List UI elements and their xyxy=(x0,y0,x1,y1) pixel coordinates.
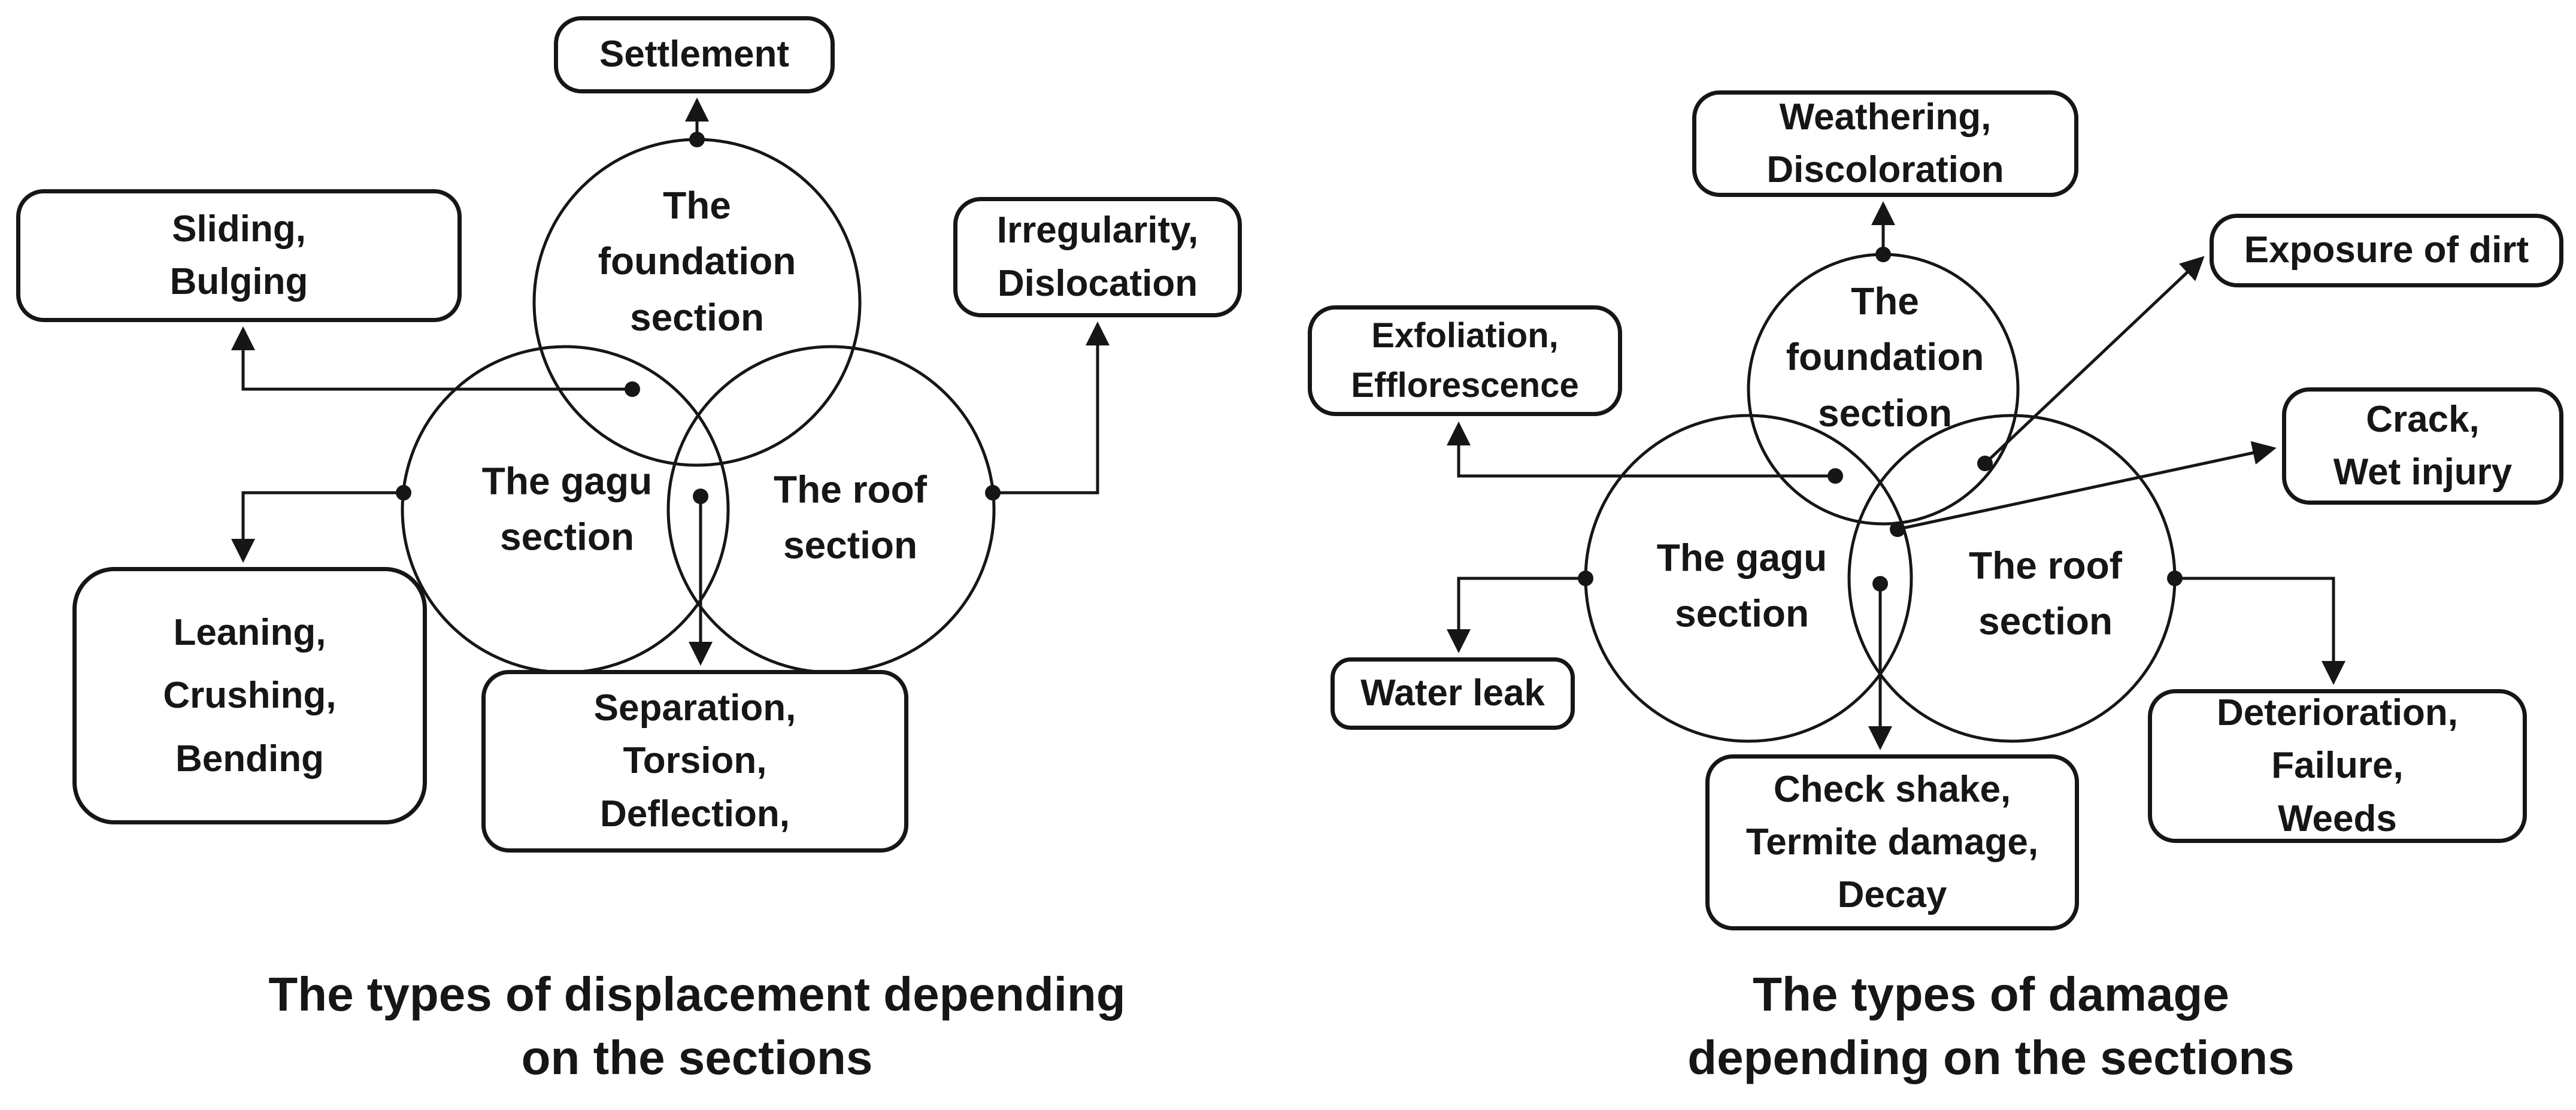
box-exposure-of-dirt-text: Exposure of dirt xyxy=(2244,224,2529,277)
label-gagu-section-right: The gagu section xyxy=(1657,530,1827,642)
caption-left: The types of displacement depending on t… xyxy=(268,963,1125,1089)
box-sliding-bulging-line: Sliding, xyxy=(172,208,306,250)
box-weathering-discoloration: Weathering, Discoloration xyxy=(1692,90,2078,197)
box-deterioration-failure-weeds: Deterioration, Failure, Weeds xyxy=(2148,689,2527,843)
box-deterioration-failure-weeds-text: Deterioration, Failure, Weeds xyxy=(2217,687,2458,845)
box-separation-torsion-deflection-line: Torsion, xyxy=(623,740,767,782)
label-foundation-section-left: The foundation section xyxy=(598,178,796,345)
box-crack-wet-injury-text: Crack, Wet injury xyxy=(2333,393,2513,499)
box-deterioration-failure-weeds-line: Deterioration, xyxy=(2216,692,2459,734)
box-sliding-bulging: Sliding, Bulging xyxy=(16,189,462,322)
connector-sliding xyxy=(231,326,632,391)
box-separation-torsion-deflection-line: Deflection, xyxy=(600,793,790,835)
box-deterioration-failure-weeds-line: Failure, xyxy=(2271,745,2404,787)
connector-exfoliation xyxy=(1447,421,1835,478)
box-leaning-crushing-bending-line: Leaning, xyxy=(173,611,326,653)
junction-dot xyxy=(693,489,708,504)
box-crack-wet-injury-line: Wet injury xyxy=(2333,451,2513,493)
label-foundation-line: section xyxy=(1817,391,1953,435)
box-leaning-crushing-bending-text: Leaning, Crushing, Bending xyxy=(163,601,336,790)
connector-water-leak xyxy=(1447,577,1586,653)
label-roof-line: section xyxy=(1978,600,2113,643)
label-foundation-line: foundation xyxy=(598,239,796,283)
box-check-shake-termite-decay-line: Decay xyxy=(1837,874,1947,916)
caption-right: The types of damage depending on the sec… xyxy=(1687,963,2294,1089)
label-gagu-line: section xyxy=(1674,592,1810,635)
caption-right-line: depending on the sections xyxy=(1687,1030,2295,1084)
box-check-shake-termite-decay-line: Termite damage, xyxy=(1745,821,2039,863)
label-foundation-line: The xyxy=(663,183,731,227)
junction-dot xyxy=(985,485,1001,501)
junction-dot xyxy=(625,381,640,397)
label-foundation-line: foundation xyxy=(1786,335,1984,379)
box-water-leak-text: Water leak xyxy=(1360,667,1545,720)
label-foundation-line: section xyxy=(629,295,765,339)
box-exfoliation-efflorescence-line: Efflorescence xyxy=(1351,365,1579,405)
box-irregularity-dislocation-line: Dislocation xyxy=(997,262,1198,304)
box-leaning-crushing-bending-line: Crushing, xyxy=(163,675,337,717)
box-sliding-bulging-line: Bulging xyxy=(169,261,308,302)
caption-right-line: The types of damage xyxy=(1753,968,2229,1021)
junction-dot xyxy=(1578,571,1593,586)
connector-leaning xyxy=(231,491,404,563)
box-water-leak-line: Water leak xyxy=(1360,672,1545,714)
box-check-shake-termite-decay-line: Check shake, xyxy=(1773,768,2011,810)
box-weathering-discoloration-line: Discoloration xyxy=(1766,149,2004,190)
label-roof-section-right: The roof section xyxy=(1969,538,2122,650)
label-gagu-section-left: The gagu section xyxy=(482,454,652,566)
label-roof-section-left: The roof section xyxy=(774,462,927,574)
box-water-leak: Water leak xyxy=(1331,657,1575,730)
junction-dot xyxy=(689,132,705,147)
box-exfoliation-efflorescence: Exfoliation, Efflorescence xyxy=(1308,305,1622,416)
label-gagu-line: section xyxy=(499,515,635,559)
label-gagu-line: The gagu xyxy=(481,459,653,503)
connector-crack xyxy=(1897,441,2277,531)
caption-left-line: The types of displacement depending xyxy=(268,968,1126,1021)
box-separation-torsion-deflection-text: Separation, Torsion, Deflection, xyxy=(594,682,796,840)
box-exfoliation-efflorescence-text: Exfoliation, Efflorescence xyxy=(1351,311,1578,410)
junction-dot xyxy=(1890,521,1905,537)
junction-dot xyxy=(1872,576,1888,592)
junction-dot xyxy=(1977,456,1993,471)
box-check-shake-termite-decay: Check shake, Termite damage, Decay xyxy=(1705,754,2079,930)
box-settlement-line: Settlement xyxy=(599,34,789,75)
junction-dot xyxy=(1828,468,1843,484)
label-roof-line: section xyxy=(783,524,918,567)
label-foundation-line: The xyxy=(1851,279,1919,323)
connector-exposure xyxy=(1984,256,2205,465)
box-exposure-of-dirt: Exposure of dirt xyxy=(2210,214,2563,287)
label-foundation-section-right: The foundation section xyxy=(1786,274,1984,441)
label-gagu-line: The gagu xyxy=(1656,536,1828,580)
box-settlement-text: Settlement xyxy=(599,28,789,81)
box-deterioration-failure-weeds-line: Weeds xyxy=(2278,797,2397,839)
box-weathering-discoloration-text: Weathering, Discoloration xyxy=(1766,91,2004,196)
box-exposure-of-dirt-line: Exposure of dirt xyxy=(2244,229,2529,271)
box-sliding-bulging-text: Sliding, Bulging xyxy=(170,203,308,308)
connector-irregularity xyxy=(993,322,1110,495)
box-separation-torsion-deflection-line: Separation, xyxy=(593,687,796,729)
junction-dot xyxy=(1875,247,1891,262)
box-irregularity-dislocation-line: Irregularity, xyxy=(996,210,1199,251)
box-weathering-discoloration-line: Weathering, xyxy=(1779,96,1992,138)
box-exfoliation-efflorescence-line: Exfoliation, xyxy=(1371,316,1559,356)
box-separation-torsion-deflection: Separation, Torsion, Deflection, xyxy=(481,670,908,853)
box-crack-wet-injury: Crack, Wet injury xyxy=(2282,387,2563,505)
box-leaning-crushing-bending: Leaning, Crushing, Bending xyxy=(72,567,427,824)
box-irregularity-dislocation-text: Irregularity, Dislocation xyxy=(997,204,1199,310)
box-irregularity-dislocation: Irregularity, Dislocation xyxy=(953,197,1242,317)
box-leaning-crushing-bending-line: Bending xyxy=(175,738,324,780)
connector-deterioration xyxy=(2175,577,2345,685)
junction-dot xyxy=(396,485,411,501)
label-roof-line: The roof xyxy=(1969,544,2122,587)
box-crack-wet-injury-line: Crack, xyxy=(2366,398,2480,440)
box-check-shake-termite-decay-text: Check shake, Termite damage, Decay xyxy=(1746,763,2038,921)
junction-dot xyxy=(2167,571,2183,586)
label-roof-line: The roof xyxy=(774,468,927,511)
caption-left-line: on the sections xyxy=(521,1030,873,1084)
box-settlement: Settlement xyxy=(554,16,835,93)
